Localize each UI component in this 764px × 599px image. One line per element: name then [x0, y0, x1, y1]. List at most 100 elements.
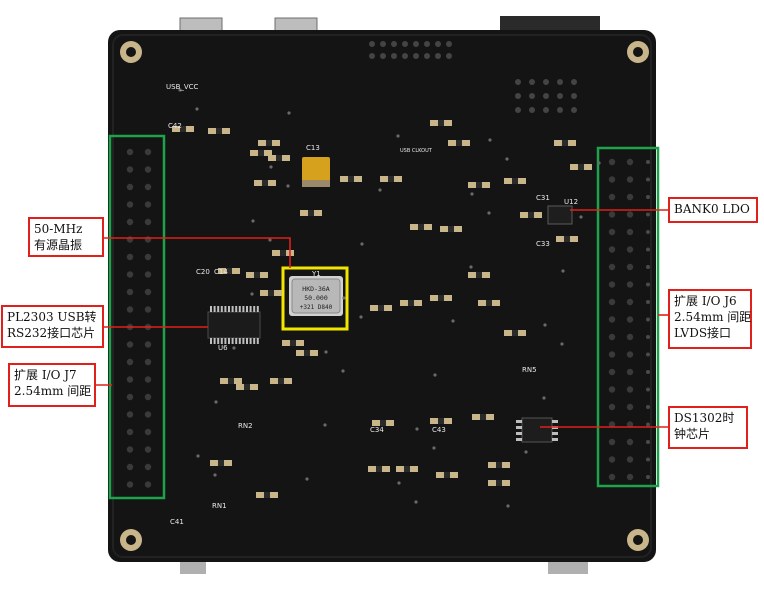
via — [269, 165, 273, 169]
passive-component — [584, 164, 592, 170]
silk-c43: C43 — [432, 426, 446, 434]
via — [561, 269, 565, 273]
header-pin — [626, 158, 634, 166]
via — [250, 292, 254, 296]
chip-pin — [253, 306, 256, 312]
silk-c20: C20 — [196, 268, 210, 276]
passive-component — [486, 414, 494, 420]
header-pin — [391, 41, 397, 47]
via — [324, 350, 328, 354]
passive-component — [296, 340, 304, 346]
passive-component — [250, 150, 258, 156]
passive-component — [268, 180, 276, 186]
passive-component — [504, 178, 512, 184]
passive-component — [304, 350, 310, 356]
header-pin — [646, 160, 650, 164]
callout-pl2303-line1: PL2303 USB转 — [7, 310, 97, 324]
callout-oscillator-line1: 50-MHz — [34, 222, 83, 236]
passive-component — [218, 268, 226, 274]
passive-component — [430, 120, 438, 126]
passive-component — [284, 378, 292, 384]
via — [542, 396, 546, 400]
passive-component — [534, 212, 542, 218]
callout-j6-line3: LVDS接口 — [674, 326, 732, 340]
silk-u12: U12 — [564, 198, 578, 206]
header-pin — [126, 306, 134, 313]
header-pin — [144, 218, 152, 226]
passive-component — [502, 462, 510, 468]
passive-component — [246, 272, 254, 278]
via — [359, 315, 363, 319]
header-pin — [424, 41, 430, 47]
header-pin — [126, 218, 134, 226]
header-pin — [126, 201, 134, 208]
passive-component — [386, 420, 394, 426]
passive-component — [216, 128, 222, 134]
header-pin — [380, 41, 386, 47]
header-pin — [608, 298, 616, 306]
passive-component — [250, 384, 258, 390]
passive-component — [220, 378, 228, 384]
via — [323, 423, 327, 427]
header-pin — [608, 473, 616, 481]
passive-component — [228, 378, 234, 384]
callout-pl2303: PL2303 USB转 RS232接口芯片 — [1, 305, 104, 348]
via — [378, 188, 382, 192]
header-pin — [646, 195, 650, 199]
callout-j7: 扩展 I/O J7 2.54mm 间距 — [8, 363, 96, 407]
passive-component — [224, 460, 232, 466]
header-pin — [646, 370, 650, 374]
passive-component — [256, 492, 264, 498]
passive-component — [444, 472, 450, 478]
passive-component — [444, 120, 452, 126]
header-pin — [626, 176, 634, 183]
callout-ldo: BANK0 LDO — [668, 197, 758, 223]
passive-component — [512, 330, 518, 336]
silk-usb-vcc: USB_VCC — [166, 83, 199, 91]
silk-c41: C41 — [170, 518, 184, 526]
via — [487, 211, 491, 215]
passive-component — [270, 378, 278, 384]
passive-component — [310, 350, 318, 356]
chip-pin — [217, 306, 220, 312]
header-pin — [646, 405, 650, 409]
chip-pin — [249, 306, 252, 312]
via — [432, 446, 436, 450]
via — [469, 265, 473, 269]
silk-c42: C42 — [168, 122, 182, 130]
callout-pl2303-line2: RS232接口芯片 — [7, 326, 96, 340]
passive-component — [314, 210, 322, 216]
silk-rn5: RN5 — [522, 366, 537, 374]
via — [597, 161, 601, 165]
silk-rn2: RN2 — [238, 422, 253, 430]
header-pin — [515, 79, 521, 85]
header-pin — [126, 481, 134, 488]
header-pin — [646, 422, 650, 427]
passive-component — [454, 226, 462, 232]
passive-component — [380, 176, 388, 182]
header-pin — [543, 79, 549, 85]
header-pin — [424, 53, 430, 59]
via — [396, 134, 400, 138]
passive-component — [226, 268, 232, 274]
header-pin — [446, 53, 452, 59]
header-pin — [557, 79, 563, 85]
header-pin — [126, 463, 134, 471]
header-pin — [126, 288, 134, 296]
header-pin — [571, 79, 577, 85]
passive-component — [300, 210, 308, 216]
passive-component — [568, 140, 576, 146]
passive-component — [456, 140, 462, 146]
passive-component — [370, 305, 378, 311]
passive-component — [234, 378, 242, 384]
header-pin — [608, 403, 616, 411]
passive-component — [260, 272, 268, 278]
header-pin — [626, 316, 634, 323]
header-pin — [435, 53, 441, 59]
passive-component — [554, 140, 562, 146]
header-pin — [126, 166, 134, 173]
header-pin — [646, 317, 650, 322]
header-pin — [626, 403, 634, 411]
via — [506, 504, 510, 508]
